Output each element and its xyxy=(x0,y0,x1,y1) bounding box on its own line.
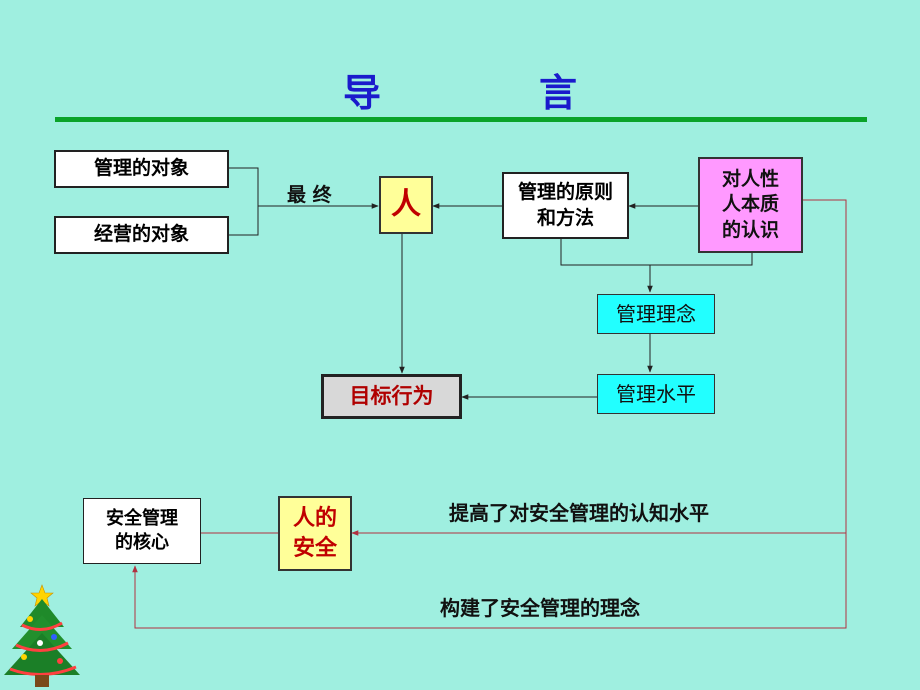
business-object-box: 经营的对象 xyxy=(54,216,229,254)
philosophy-box: 管理理念 xyxy=(597,294,715,334)
safety-core-box: 安全管理的核心 xyxy=(83,498,201,564)
principles-box: 管理的原则和方法 xyxy=(502,172,629,239)
title-divider xyxy=(55,117,867,122)
build-concept-label: 构建了安全管理的理念 xyxy=(440,596,640,620)
level-box: 管理水平 xyxy=(597,374,715,414)
person-box: 人 xyxy=(379,176,433,234)
management-object-box: 管理的对象 xyxy=(54,150,229,188)
target-behavior-box: 目标行为 xyxy=(321,374,462,419)
human-nature-box: 对人性人本质的认识 xyxy=(698,157,803,253)
ultimately-label: 最 终 xyxy=(287,184,332,206)
christmas-tree-icon xyxy=(4,584,80,687)
human-safety-box: 人的安全 xyxy=(278,496,352,571)
raise-level-label: 提高了对安全管理的认知水平 xyxy=(449,501,709,525)
slide-title: 导 言 xyxy=(342,71,637,115)
